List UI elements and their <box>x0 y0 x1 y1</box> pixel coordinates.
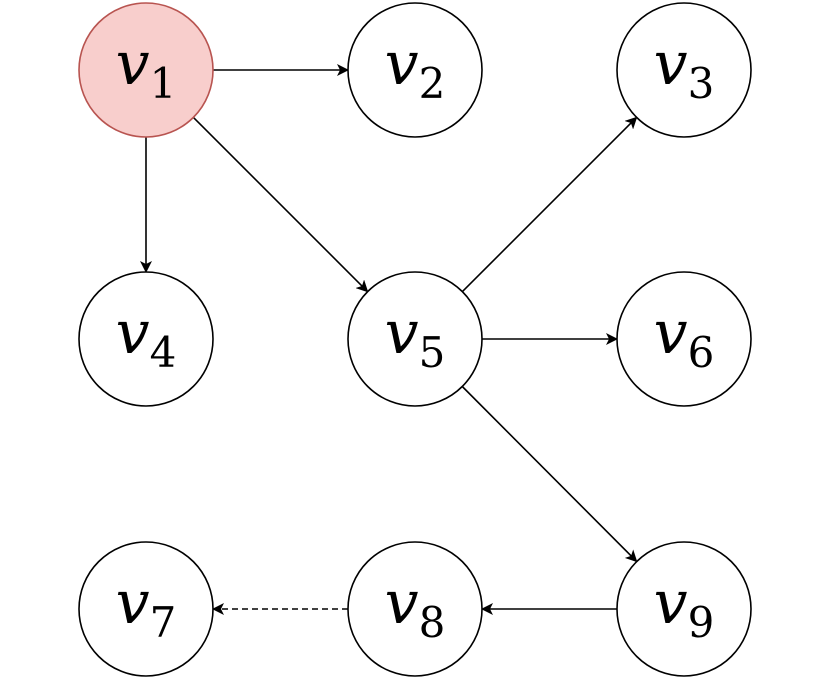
node-label-subscript: 4 <box>150 328 177 377</box>
node-label-variable: v <box>385 298 419 368</box>
node-v7: v7 <box>78 541 214 677</box>
node-v3: v3 <box>616 2 752 138</box>
node-label-v9: v9 <box>654 568 715 647</box>
node-circle-v6 <box>616 271 752 407</box>
node-circle-v2 <box>347 2 483 138</box>
node-label-v4: v4 <box>116 298 177 377</box>
node-label-v8: v8 <box>385 568 446 647</box>
edge-v1-v5 <box>192 116 369 293</box>
node-label-variable: v <box>116 568 150 638</box>
node-label-subscript: 5 <box>419 328 446 377</box>
node-label-v6: v6 <box>654 298 715 377</box>
node-v5: v5 <box>347 271 483 407</box>
node-circle-v7 <box>78 541 214 677</box>
node-label-variable: v <box>385 568 419 638</box>
node-label-subscript: 7 <box>150 598 177 647</box>
node-label-v7: v7 <box>116 568 177 647</box>
node-label-variable: v <box>116 29 150 99</box>
node-v8: v8 <box>347 541 483 677</box>
node-label-subscript: 2 <box>419 59 446 108</box>
node-label-v2: v2 <box>385 29 446 108</box>
node-circle-v8 <box>347 541 483 677</box>
node-label-subscript: 1 <box>150 59 177 108</box>
node-label-subscript: 6 <box>688 328 715 377</box>
node-label-variable: v <box>116 298 150 368</box>
node-label-v3: v3 <box>654 29 715 108</box>
node-v1: v1 <box>78 2 214 138</box>
node-circle-v1 <box>78 2 214 138</box>
node-label-v1: v1 <box>116 29 177 108</box>
node-label-variable: v <box>654 568 688 638</box>
node-label-subscript: 3 <box>688 59 715 108</box>
node-label-variable: v <box>654 298 688 368</box>
node-v2: v2 <box>347 2 483 138</box>
node-circle-v4 <box>78 271 214 407</box>
node-circle-v9 <box>616 541 752 677</box>
edge-v5-v9 <box>461 385 638 563</box>
node-v4: v4 <box>78 271 214 407</box>
node-circle-v3 <box>616 2 752 138</box>
node-label-variable: v <box>654 29 688 99</box>
node-v9: v9 <box>616 541 752 677</box>
node-circle-v5 <box>347 271 483 407</box>
node-v6: v6 <box>616 271 752 407</box>
edges-layer <box>140 64 638 615</box>
node-label-variable: v <box>385 29 419 99</box>
node-label-subscript: 9 <box>688 598 715 647</box>
edge-v5-v3 <box>461 116 638 293</box>
node-label-subscript: 8 <box>419 598 446 647</box>
node-label-v5: v5 <box>385 298 446 377</box>
